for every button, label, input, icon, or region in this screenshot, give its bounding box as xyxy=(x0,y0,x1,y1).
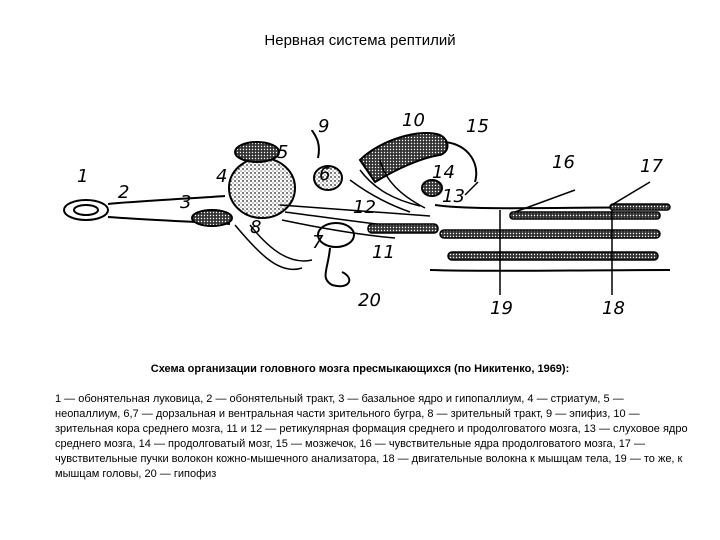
brain-schema-diagram: 1 2 3 4 5 6 7 8 9 10 11 12 13 14 15 16 1… xyxy=(63,110,671,319)
figure-caption-title: Схема организации головного мозга пресмы… xyxy=(150,363,570,375)
label-19: 19 xyxy=(490,298,513,319)
label-11: 11 xyxy=(372,242,395,263)
leader-lines xyxy=(464,181,651,295)
label-12: 12 xyxy=(353,197,376,218)
label-13: 13 xyxy=(442,186,465,207)
label-3: 3 xyxy=(180,192,191,213)
label-14: 14 xyxy=(432,162,455,183)
epiphysis-shape xyxy=(311,129,320,159)
olfactory-bulb-shape xyxy=(63,199,109,221)
label-18: 18 xyxy=(602,298,625,319)
label-9: 9 xyxy=(318,116,329,137)
basal-nucleus-shape xyxy=(191,209,233,227)
label-10: 10 xyxy=(402,110,425,131)
auditory-nucleus-shape xyxy=(421,179,443,197)
label-15: 15 xyxy=(466,116,489,137)
label-16: 16 xyxy=(552,152,575,173)
neopallium-shape xyxy=(234,141,280,163)
page-title: Нервная система рептилий xyxy=(264,32,456,49)
label-1: 1 xyxy=(77,166,88,187)
striatum-shape xyxy=(228,157,296,219)
label-7: 7 xyxy=(312,232,324,253)
label-2: 2 xyxy=(118,182,129,203)
medulla-bands xyxy=(367,203,671,261)
cerebellum-shape xyxy=(444,141,478,183)
label-6: 6 xyxy=(319,164,330,185)
hypophysis-shape xyxy=(324,247,351,288)
optic-tectum-shape xyxy=(358,131,449,184)
label-4: 4 xyxy=(216,166,227,187)
thalamus-dorsal-shape xyxy=(313,165,343,191)
label-8: 8 xyxy=(250,217,261,238)
figure-caption-body: 1 — обонятельная луковица, 2 — обонятель… xyxy=(55,393,688,480)
label-17: 17 xyxy=(640,156,663,177)
label-5: 5 xyxy=(277,142,288,163)
label-20: 20 xyxy=(358,290,381,311)
